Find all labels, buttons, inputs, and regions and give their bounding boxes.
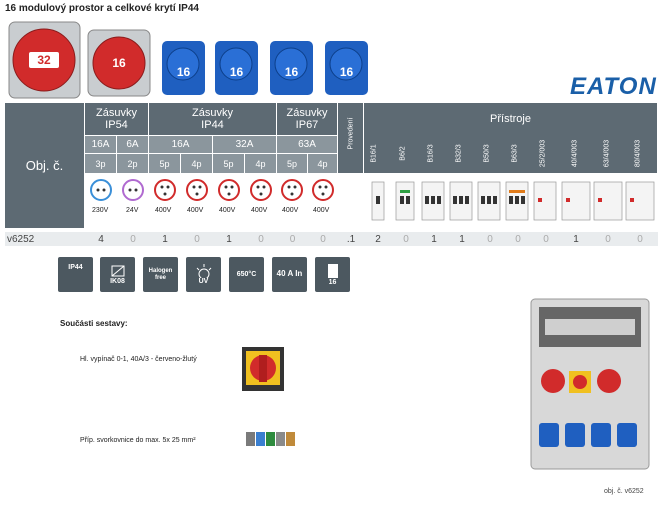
row-value-3: 1 — [162, 233, 168, 245]
component-1-text: Hl. vypínač 0-1, 40A/3 - červeno-žlutý — [80, 356, 197, 363]
row-value-1: 4 — [98, 233, 104, 245]
component-2-text: Příp. svorkovnice do max. 5x 25 mm² — [80, 437, 196, 444]
row-value-16: 0 — [543, 233, 549, 245]
table-row — [5, 232, 658, 246]
device-label-5: B50/3 — [483, 144, 491, 163]
row-label: v6252 — [7, 233, 35, 245]
voltage-2: 24V — [126, 207, 139, 214]
blue-socket-4: 16 — [324, 40, 369, 96]
terminal-block-image — [246, 428, 296, 450]
pole-3: 5p — [149, 153, 181, 173]
device-label-1: B16/1 — [370, 144, 378, 163]
red-socket-16-label: 16 — [112, 56, 126, 70]
device-label-3: B16/3 — [427, 144, 435, 163]
row-value-10: 2 — [375, 233, 381, 245]
blue-socket-1: 16 — [161, 40, 206, 96]
row-value-14: 0 — [487, 233, 493, 245]
devices-header-band — [364, 135, 658, 173]
voltage-7: 400V — [282, 207, 299, 214]
uv-icon: UV — [186, 257, 221, 292]
group-provedeni — [338, 103, 364, 173]
pole-7: 5p — [277, 153, 308, 173]
eaton-logo: EATON — [570, 73, 657, 100]
voltage-8: 400V — [313, 207, 330, 214]
current-16a-ip44: 16A — [149, 135, 213, 153]
ip44-icon: IP44 — [58, 257, 93, 292]
main-switch-image — [240, 345, 286, 395]
halogen-free-label: Halogen free — [148, 267, 173, 281]
temperature-icon: 650°C — [229, 257, 264, 292]
row-value-7: 0 — [289, 233, 296, 245]
current-32a: 32A — [213, 135, 277, 153]
current-rating-label: 40 A In — [276, 269, 303, 279]
page-title: 16 modulový prostor a celkové krytí IP44 — [5, 3, 199, 14]
red-socket-32-label: 32 — [37, 53, 51, 67]
pole-8: 4p — [308, 153, 338, 173]
device-pictograms — [364, 176, 658, 228]
row-value-5: 1 — [226, 233, 232, 245]
module-count-icon: 16 — [315, 257, 350, 292]
current-6a: 6A — [117, 135, 149, 153]
row-value-17: 1 — [573, 233, 579, 245]
row-value-2: 0 — [130, 233, 136, 245]
row-value-19: 0 — [637, 233, 643, 245]
pole-6: 4p — [245, 153, 277, 173]
ik08-label: IK08 — [110, 278, 125, 285]
current-63a: 63A — [277, 135, 338, 153]
row-value-15: 0 — [515, 233, 521, 245]
voltage-1: 230V — [92, 207, 109, 214]
row-value-18: 0 — [605, 233, 611, 245]
group-pristroje: Přístroje — [364, 103, 658, 135]
red-socket-32: 32 — [7, 20, 82, 100]
device-label-2: B6/2 — [399, 146, 407, 161]
blue-socket-2-label: 16 — [229, 65, 244, 79]
product-caption: obj. č. v6252 — [604, 488, 644, 495]
blue-socket-4-label: 16 — [339, 65, 354, 79]
halogen-free-icon: Halogen free — [143, 257, 178, 292]
row-value-11: 0 — [403, 233, 409, 245]
current-16a-ip54: 16A — [85, 135, 117, 153]
blue-socket-1-label: 16 — [176, 65, 191, 79]
pole-2: 2p — [117, 153, 149, 173]
ip44-label: IP44 — [68, 264, 83, 271]
row-value-13: 1 — [459, 233, 465, 245]
pole-5: 5p — [213, 153, 245, 173]
voltage-3: 400V — [155, 207, 172, 214]
module-count-label: 16 — [328, 279, 337, 286]
device-label-7: 25/2/003 — [539, 139, 547, 168]
components-title: Součásti sestavy: — [60, 319, 128, 328]
blue-socket-3: 16 — [269, 40, 314, 96]
uv-label: UV — [198, 278, 209, 285]
group-provedeni-label: Provedení — [347, 117, 355, 150]
pole-4: 4p — [181, 153, 213, 173]
device-label-9: 63/4/003 — [603, 139, 611, 168]
voltage-5: 400V — [219, 207, 236, 214]
device-label-6: B63/3 — [511, 144, 519, 163]
red-socket-16: 16 — [86, 28, 152, 98]
blue-socket-3-label: 16 — [284, 65, 299, 79]
ik08-icon: IK08 — [100, 257, 135, 292]
row-value-4: 0 — [194, 233, 200, 245]
device-label-8: 40/4/003 — [571, 139, 579, 168]
row-value-9: .1 — [346, 233, 356, 245]
voltage-4: 400V — [187, 207, 204, 214]
device-label-10: 80/4/003 — [634, 139, 642, 168]
device-label-4: B32/3 — [455, 144, 463, 163]
row-value-12: 1 — [431, 233, 437, 245]
socket-pictograms — [85, 173, 338, 230]
current-rating-icon: 40 A In — [272, 257, 307, 292]
blue-socket-2: 16 — [214, 40, 259, 96]
distribution-board-image — [525, 293, 653, 473]
row-value-8: 0 — [320, 233, 326, 245]
group-ip54: Zásuvky IP54 — [85, 103, 149, 135]
temperature-label: 650°C — [236, 271, 257, 278]
pole-1: 3p — [85, 153, 117, 173]
group-ip67: Zásuvky IP67 — [277, 103, 338, 135]
voltage-6: 400V — [251, 207, 268, 214]
row-value-6: 0 — [258, 233, 264, 245]
obj-label: Obj. č. — [5, 103, 85, 228]
group-ip44: Zásuvky IP44 — [149, 103, 277, 135]
